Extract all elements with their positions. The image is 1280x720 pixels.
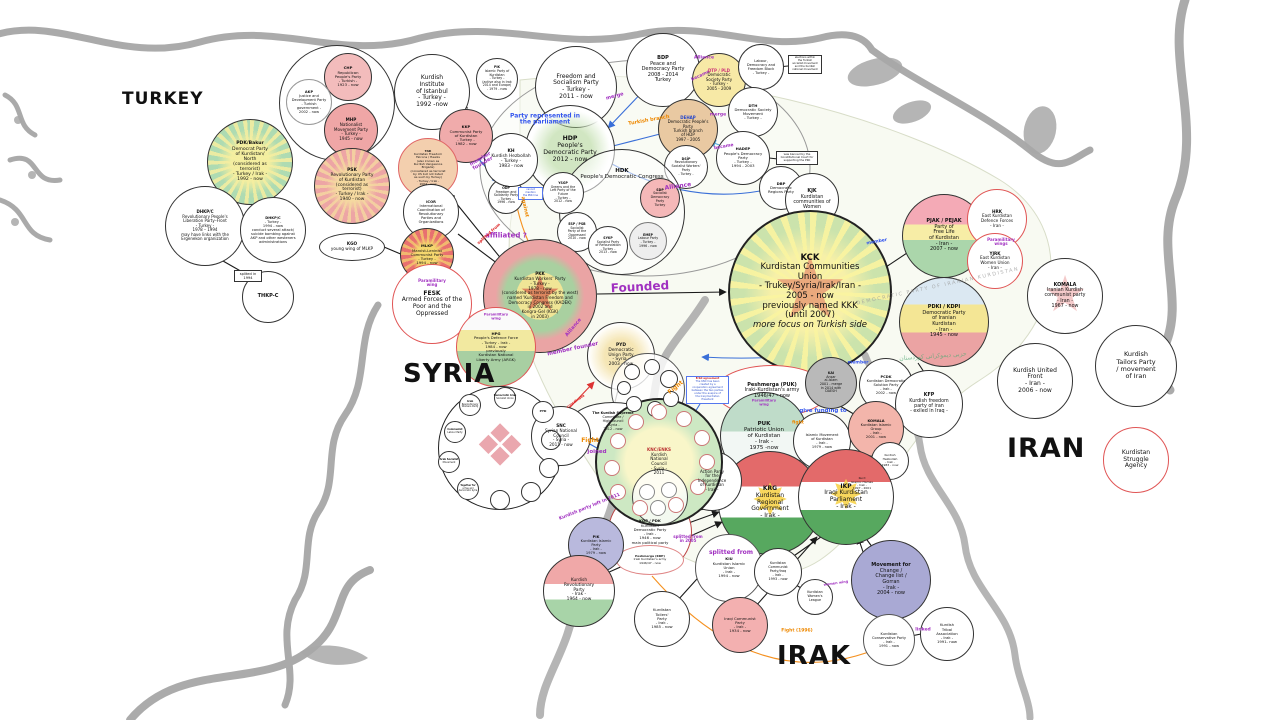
edge-6: [607, 86, 648, 129]
edge-25: [606, 521, 723, 574]
edge-31: [856, 536, 886, 618]
edge-20: [614, 389, 619, 403]
edge-30: [861, 532, 879, 556]
edge-39: [857, 411, 889, 471]
edge-18: [885, 252, 908, 268]
edge-15: [523, 192, 544, 195]
edge-14: [611, 163, 761, 195]
edge-5: [447, 192, 508, 267]
edge-1: [222, 260, 259, 282]
edge-7: [612, 133, 661, 147]
edge-36: [651, 575, 885, 663]
edge-34: [805, 425, 844, 434]
edge-2: [383, 246, 404, 256]
edge-10: [691, 69, 706, 78]
edge-3: [457, 233, 507, 271]
edge-16: [472, 151, 500, 184]
edge-38: [795, 584, 807, 592]
edge-26: [677, 538, 734, 601]
edge-37: [839, 405, 865, 421]
edge-0: [398, 96, 469, 109]
edge-21: [587, 442, 612, 457]
lakes-and-islands: [11, 57, 1057, 665]
edge-17: [512, 186, 542, 263]
edge-8: [727, 93, 739, 105]
edge-22: [556, 381, 595, 422]
edge-4: [596, 288, 727, 296]
edge-32: [905, 631, 922, 640]
edge-28: [754, 536, 818, 608]
edge-29: [787, 531, 829, 561]
edge-33: [675, 504, 722, 514]
edge-13: [768, 157, 779, 160]
edge-11: [699, 65, 740, 69]
edge-23: [689, 403, 701, 421]
edge-19: [701, 344, 862, 362]
edge-12: [777, 65, 789, 68]
edge-40: [917, 362, 925, 373]
coastlines: [0, 0, 1192, 720]
edge-27: [730, 535, 753, 545]
edge-9: [708, 139, 728, 149]
